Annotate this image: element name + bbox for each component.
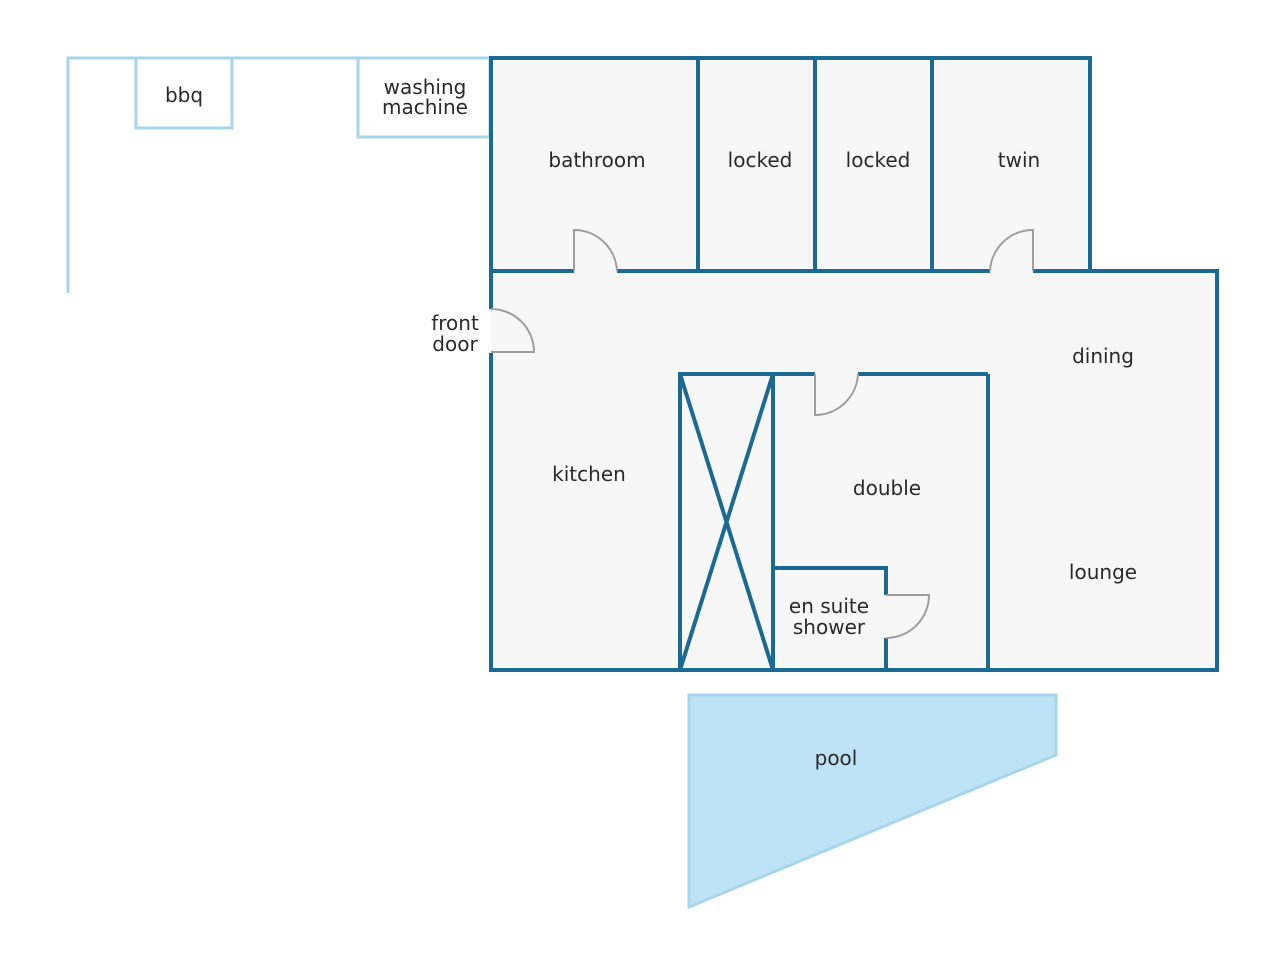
dining-label: dining [1072, 344, 1134, 368]
stairwell-box [678, 372, 775, 672]
twin-door-icon [989, 228, 1034, 272]
front-door-label-line1: front [431, 311, 479, 335]
pool-shape [687, 693, 1058, 910]
bathroom-door-icon [573, 228, 618, 272]
locked-room-label-2: locked [846, 148, 911, 172]
bbq-label: bbq [165, 83, 203, 107]
stairwell-cross-b [678, 373, 775, 671]
walls [489, 56, 1219, 672]
twin-room-label: twin [998, 148, 1040, 172]
washing-machine-label-line1: washing [384, 75, 467, 99]
kitchen-label: kitchen [552, 462, 626, 486]
double-room-label: double [853, 476, 921, 500]
doors [490, 228, 1034, 639]
washing-machine-label-line2: machine [382, 95, 468, 119]
outdoor-area [66, 56, 492, 293]
locked-room-label-1: locked [728, 148, 793, 172]
ensuite-door-icon [885, 594, 931, 639]
double-door-icon [814, 373, 859, 417]
bbq-box [134, 56, 234, 130]
ensuite-label-line2: shower [793, 615, 866, 639]
ensuite-wall [773, 566, 888, 595]
lounge-label: lounge [1069, 560, 1137, 584]
front-door-icon [490, 308, 536, 353]
bathroom-label: bathroom [548, 148, 645, 172]
outdoor-boundary [66, 56, 490, 293]
outer-wall [489, 56, 1219, 672]
front-door-label-line2: door [432, 332, 478, 356]
building-floor [491, 58, 1217, 670]
pool-label: pool [815, 746, 858, 770]
room-labels: bbq washing machine bathroom locked lock… [165, 75, 1137, 770]
ensuite-label-line1: en suite [789, 594, 869, 618]
